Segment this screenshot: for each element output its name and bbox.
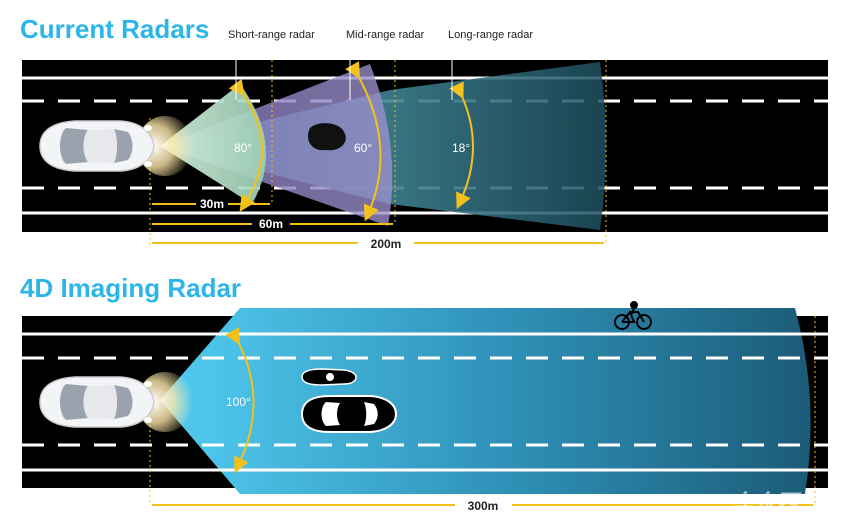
imaging-radar-beam	[160, 308, 811, 494]
detected-car-icon	[300, 395, 398, 433]
headlight-glow	[137, 372, 193, 432]
short-angle-label: 80°	[234, 141, 252, 155]
mid-range-label: Mid-range radar	[346, 29, 425, 41]
obstacle-blob	[307, 123, 346, 151]
bicycle-icon	[614, 301, 652, 330]
long-distance-label: 200m	[371, 237, 402, 251]
mid-angle-arc	[345, 61, 382, 222]
short-range-label: Short-range radar	[228, 29, 315, 41]
long-range-label: Long-range radar	[448, 29, 533, 41]
imaging-angle-label: 100°	[226, 395, 251, 409]
short-distance-label: 30m	[200, 197, 224, 211]
current-radars-title: Current Radars	[20, 14, 210, 44]
imaging-distance-label: 300m	[468, 499, 499, 513]
headlight-glow	[137, 116, 193, 176]
imaging-radar-title: 4D Imaging Radar	[20, 273, 242, 303]
mid-angle-label: 60°	[354, 141, 372, 155]
ego-car	[39, 120, 155, 172]
ego-car	[39, 376, 155, 428]
long-angle-label: 18°	[452, 141, 470, 155]
mid-distance-label: 60m	[259, 217, 283, 231]
watermark: 车东西	[732, 490, 802, 515]
long-angle-arc	[449, 81, 474, 210]
short-angle-arc	[228, 78, 263, 212]
mid-range-beam	[160, 64, 393, 226]
imaging-angle-arc	[225, 327, 255, 474]
detected-motorcycle-icon	[301, 368, 357, 386]
